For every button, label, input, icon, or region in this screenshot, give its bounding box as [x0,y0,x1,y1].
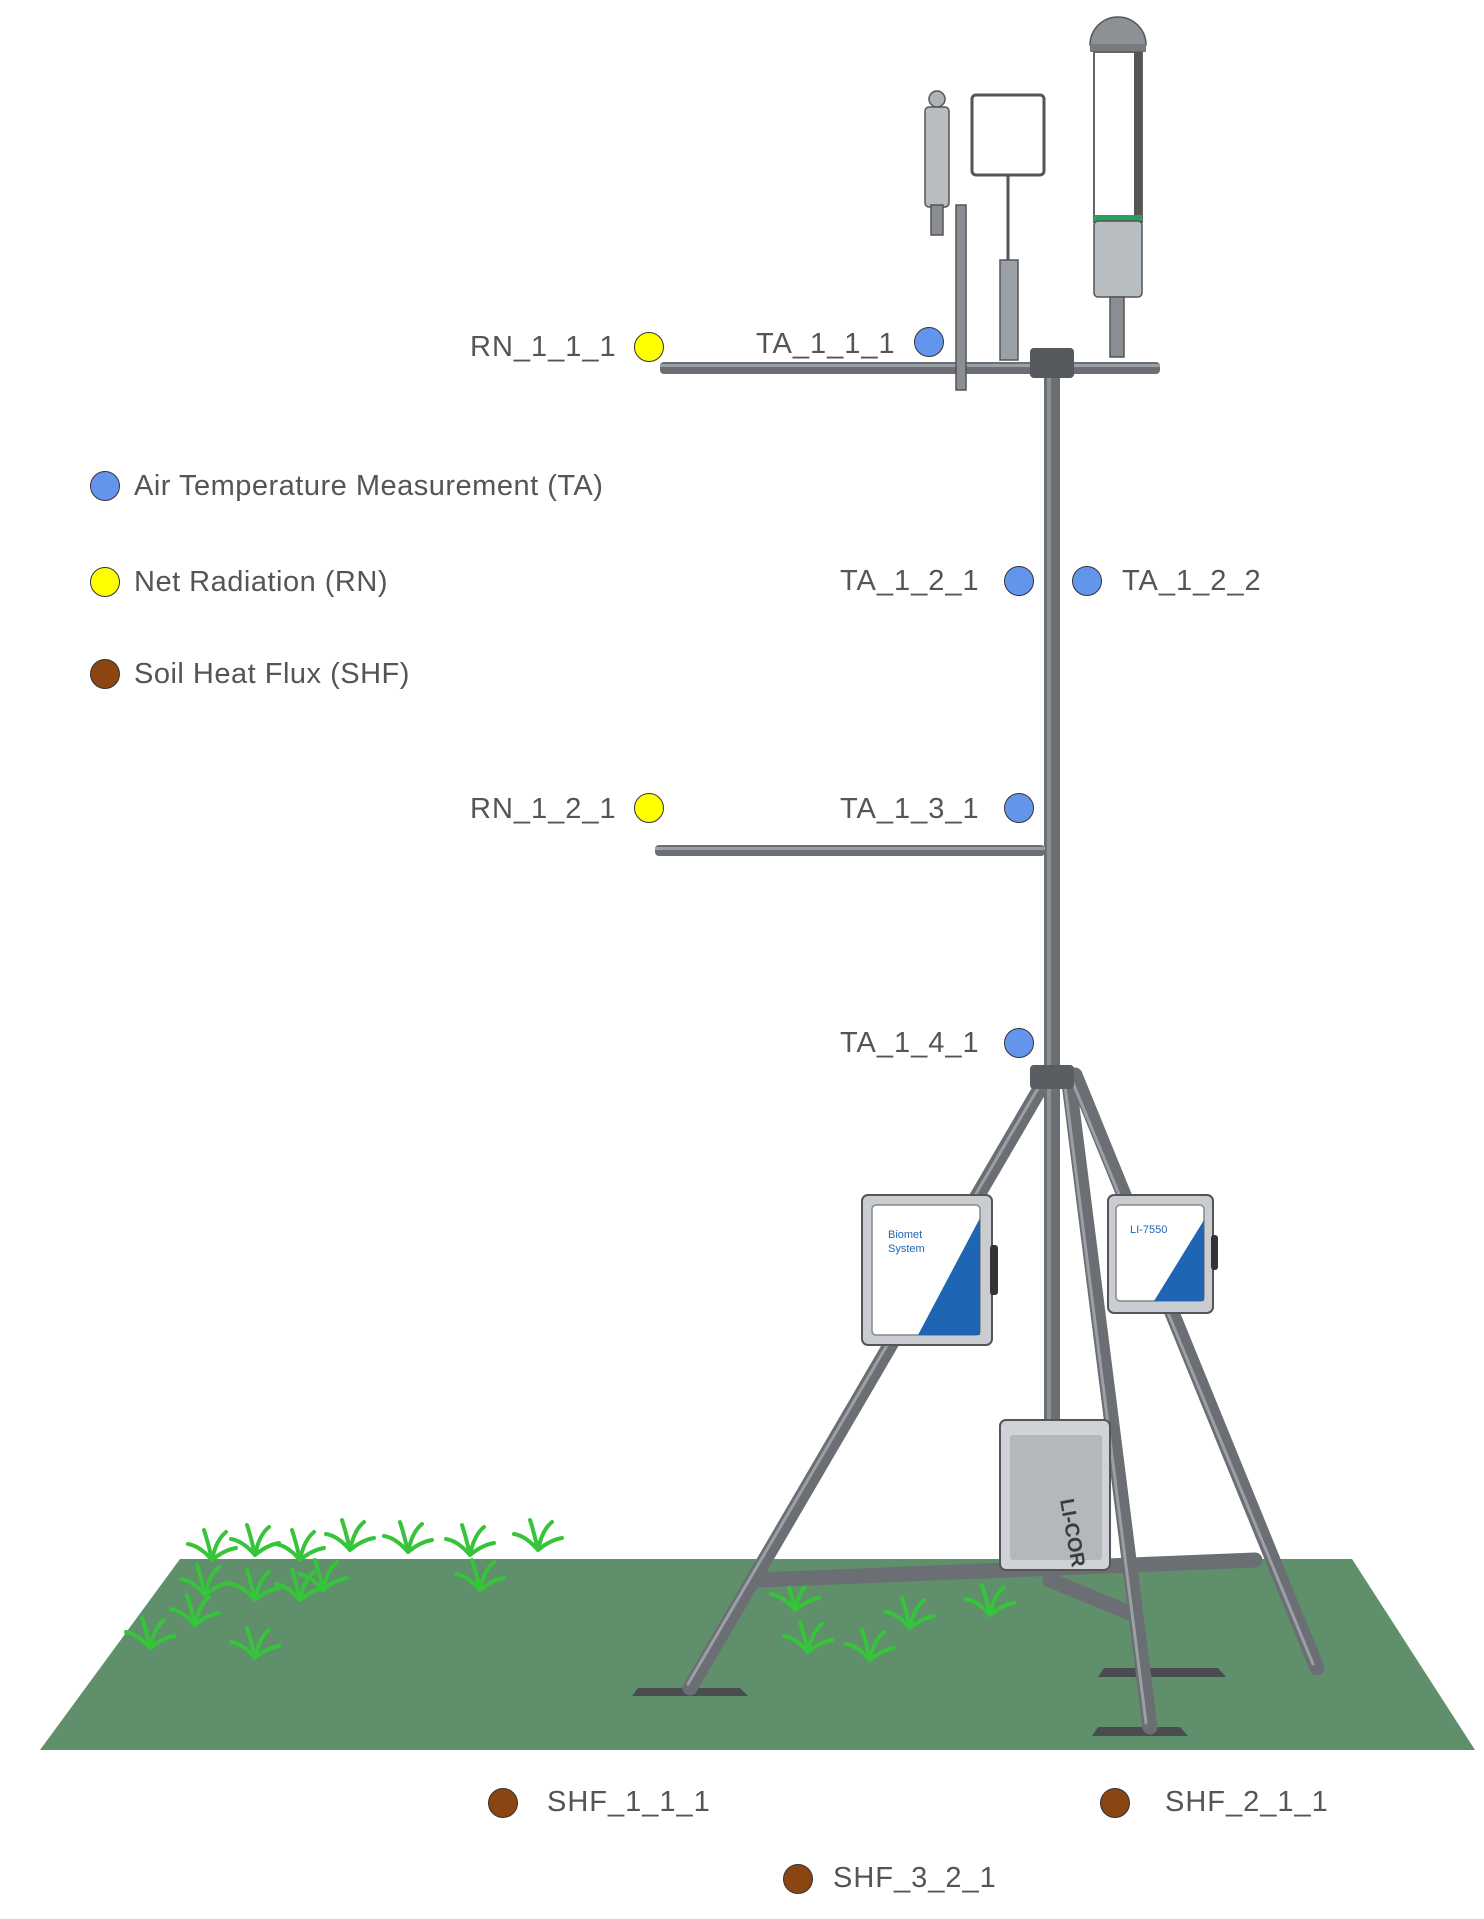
shf-marker-icon [488,1788,518,1818]
lower-crossarm [655,845,1045,856]
sensor-label-ta-1-1-1: TA_1_1_1 [756,328,896,360]
legend-item-shf: Soil Heat Flux (SHF) [90,657,410,691]
grass-tuft [229,1626,281,1660]
ta-marker-icon [1004,1028,1034,1058]
logger-box [999,1419,1111,1571]
sensor-label-ta-1-2-1: TA_1_2_1 [840,565,980,597]
rn-marker-icon [90,567,120,597]
ta-marker-icon [914,327,944,357]
sensor-label-shf-1-1-1: SHF_1_1_1 [547,1786,711,1818]
grass-tuft [186,1528,238,1562]
sensor-label-rn-1-1-1: RN_1_1_1 [470,331,617,363]
shf-marker-icon [1100,1788,1130,1818]
biomet-enclosure [861,1194,998,1346]
legend-label-ta: Air Temperature Measurement (TA) [134,470,604,502]
tripod-leg-highlights [686,1076,1315,1725]
upper-clamp [1030,348,1074,378]
grass-tuft [444,1523,496,1557]
grass-tuft [512,1518,564,1552]
legend-item-rn: Net Radiation (RN) [90,565,388,599]
grass-tuft [274,1568,326,1602]
biomet-label-1: Biomet [888,1229,922,1241]
sensor-label-ta-1-2-2: TA_1_2_2 [1122,565,1262,597]
rn-marker-icon [634,793,664,823]
grass-tuft [179,1563,231,1597]
sensor-label-shf-2-1-1: SHF_2_1_1 [1165,1786,1329,1818]
grass-tuft [382,1520,434,1554]
grass-tuft [454,1558,506,1592]
legend-label-rn: Net Radiation (RN) [134,566,388,598]
ta-marker-icon [1004,566,1034,596]
grass-tuft [124,1616,176,1650]
radiation-sensor-frame [970,93,1046,265]
legend-label-shf: Soil Heat Flux (SHF) [134,658,410,690]
grass-tuft [324,1518,376,1552]
grass-tuft [274,1528,326,1562]
grass-tuft [884,1596,936,1630]
grass-tuft [229,1523,281,1557]
grass-tuft [782,1620,834,1654]
grass-tuft [844,1628,896,1662]
mast-collar [1030,1065,1074,1089]
mast [1044,360,1060,1420]
grass-tuft [229,1568,281,1602]
temperature-probe [924,90,967,391]
grass-tuft [297,1558,349,1592]
grass-tuft [769,1578,821,1612]
rn-marker-icon [634,332,664,362]
shf-marker-icon [783,1864,813,1894]
ta-marker-icon [1004,793,1034,823]
analyzer-label: LI-7550 [1130,1224,1167,1236]
legend-item-ta: Air Temperature Measurement (TA) [90,469,603,503]
sensor-label-ta-1-4-1: TA_1_4_1 [840,1027,980,1059]
sensor-label-rn-1-2-1: RN_1_2_1 [470,793,617,825]
gas-analyzer [1089,16,1147,358]
ta-marker-icon [1072,566,1102,596]
radiation-sensor-post [999,259,1019,361]
upper-crossarm [660,362,1160,374]
ta-marker-icon [90,471,120,501]
biomet-label-2: System [888,1243,925,1255]
analyzer-enclosure [1107,1194,1218,1314]
grass-tuft [964,1583,1016,1617]
sensor-label-shf-3-2-1: SHF_3_2_1 [833,1862,997,1894]
shf-marker-icon [90,659,120,689]
grass-tuft [169,1593,221,1627]
grass-tufts [124,1518,1016,1662]
sensor-label-ta-1-3-1: TA_1_3_1 [840,793,980,825]
